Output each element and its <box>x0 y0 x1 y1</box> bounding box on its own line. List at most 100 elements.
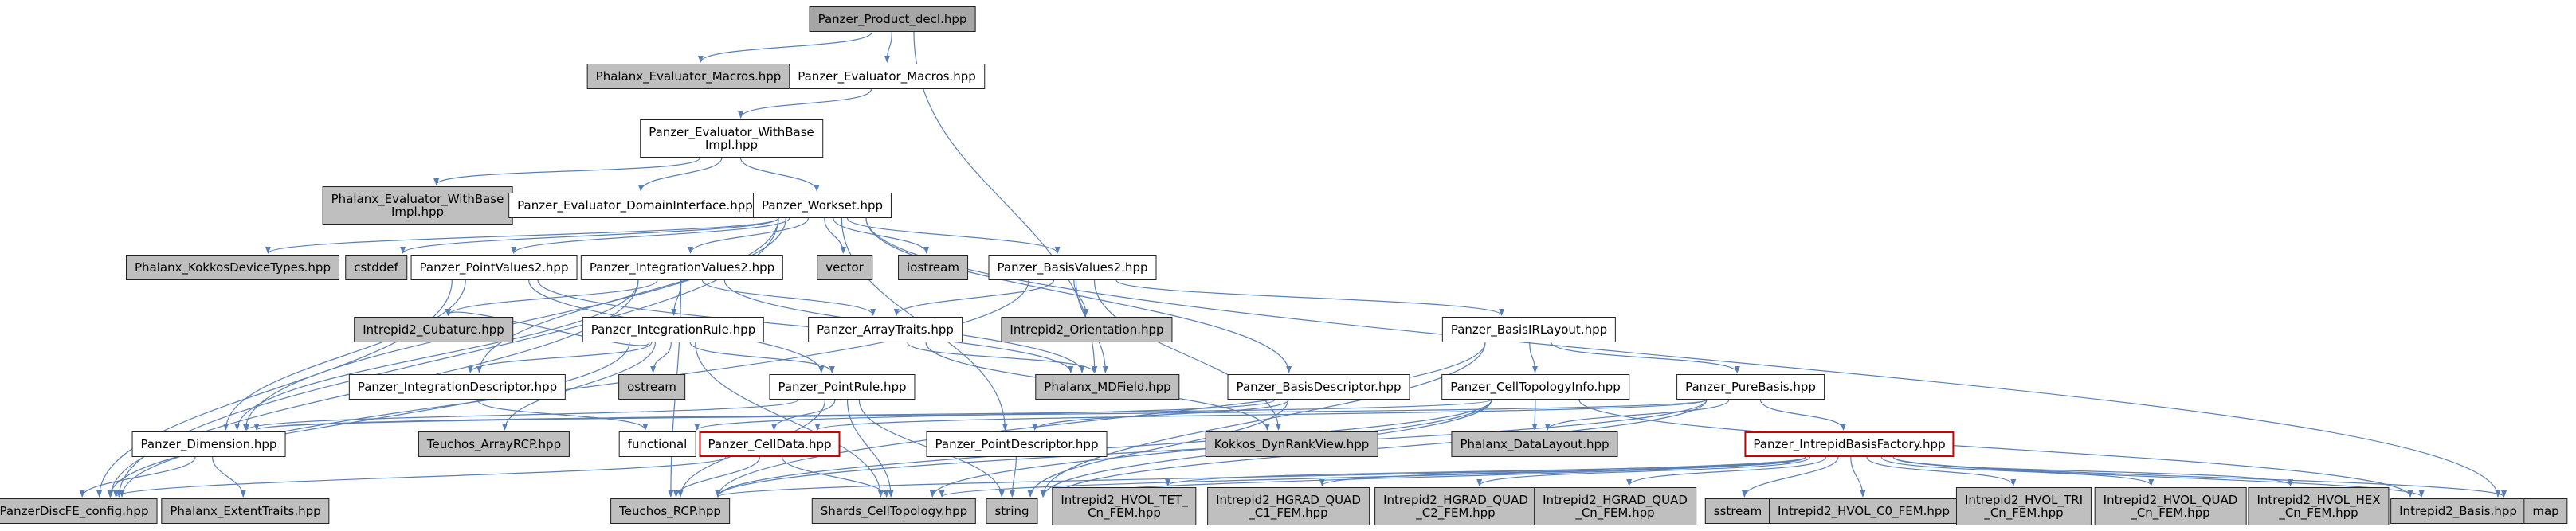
include-edge-workset-to-phx_kokkos_dev <box>265 217 779 254</box>
graph-node-hvol_quad[interactable]: Intrepid2_HVOL_QUAD _Cn_FEM.hpp <box>2094 487 2247 525</box>
include-edge-basisvalues2-to-arraytraits <box>893 279 1055 316</box>
include-edge-celldata-to-teuchos_rcp <box>673 456 761 498</box>
graph-node-basisvalues2[interactable]: Panzer_BasisValues2.hpp <box>988 255 1157 280</box>
graph-node-arraytraits[interactable]: Panzer_ArrayTraits.hpp <box>808 317 963 342</box>
graph-node-teuchos_arrayrcp[interactable]: Teuchos_ArrayRCP.hpp <box>418 431 570 457</box>
include-edge-basis_irlayout-to-teuchos_rcp <box>715 342 1486 498</box>
include-edge-purebasis-to-celldata <box>814 399 1708 431</box>
graph-node-extenttraits[interactable]: Phalanx_ExtentTraits.hpp <box>161 498 330 524</box>
graph-node-hvol_hex[interactable]: Intrepid2_HVOL_HEX _Cn_FEM.hpp <box>2248 487 2390 525</box>
graph-node-purebasis[interactable]: Panzer_PureBasis.hpp <box>1676 374 1825 400</box>
graph-node-mdfield[interactable]: Phalanx_MDField.hpp <box>1035 374 1180 400</box>
include-edge-basisfactory-to-hvol_tri <box>1866 456 2017 486</box>
graph-node-integrationvalues2[interactable]: Panzer_IntegrationValues2.hpp <box>580 255 784 280</box>
graph-node-datalayout[interactable]: Phalanx_DataLayout.hpp <box>1451 431 1618 457</box>
include-edge-basis_irlayout-to-purebasis <box>1551 342 1740 373</box>
include-edge-purebasis-to-datalayout <box>1544 399 1730 431</box>
include-edge-workset-to-integration_descriptor <box>476 217 786 373</box>
graph-node-string[interactable]: string <box>986 498 1038 524</box>
graph-node-point_descriptor[interactable]: Panzer_PointDescriptor.hpp <box>926 431 1108 457</box>
include-edge-integrationrule-to-cubature <box>445 308 650 346</box>
include-edge-basisfactory-to-hgrad_quad_cn <box>1626 456 1827 486</box>
include-edge-integration_descriptor-to-functional <box>476 399 649 431</box>
include-edge-basis_descriptor-to-string <box>1027 399 1289 498</box>
include-edge-integrationvalues2-to-dimension <box>234 279 639 431</box>
include-edge-integrationvalues2-to-arraytraits <box>701 279 876 316</box>
include-edge-integrationvalues2-to-integrationrule <box>671 279 682 316</box>
graph-node-pointrule[interactable]: Panzer_PointRule.hpp <box>769 374 916 400</box>
graph-node-celltopologyinfo[interactable]: Panzer_CellTopologyInfo.hpp <box>1441 374 1629 400</box>
include-edge-celltopologyinfo-to-dimension <box>254 399 1492 431</box>
include-edge-workset-to-vector <box>824 217 846 254</box>
graph-node-cstddef[interactable]: cstddef <box>345 255 407 280</box>
graph-node-integrationrule[interactable]: Panzer_IntegrationRule.hpp <box>582 317 765 342</box>
graph-node-hvol_tet[interactable]: Intrepid2_HVOL_TET_ Cn_FEM.hpp <box>1052 487 1197 525</box>
graph-node-pz_eval_macros[interactable]: Panzer_Evaluator_Macros.hpp <box>789 64 985 89</box>
include-edge-integrationrule-to-shards <box>695 342 884 498</box>
include-edge-integrationrule-to-ostream <box>650 342 672 373</box>
graph-node-basis_descriptor[interactable]: Panzer_BasisDescriptor.hpp <box>1227 374 1410 400</box>
include-edge-dimension-to-config <box>79 456 196 498</box>
include-edge-integrationrule-to-integration_descriptor <box>467 342 653 373</box>
include-edge-purebasis-to-dimension <box>254 399 1708 431</box>
include-edge-integrationrule-to-pointrule <box>689 342 835 373</box>
graph-node-phx_eval_macros[interactable]: Phalanx_Evaluator_Macros.hpp <box>586 64 790 89</box>
include-edge-basisfactory-to-hgrad_quad_c1 <box>1319 456 1806 486</box>
graph-node-sstream[interactable]: sstream <box>1704 498 1771 524</box>
graph-node-basis_irlayout[interactable]: Panzer_BasisIRLayout.hpp <box>1441 317 1617 342</box>
graph-node-hgrad_quad_cn[interactable]: Intrepid2_HGRAD_QUAD _Cn_FEM.hpp <box>1534 487 1696 525</box>
include-edge-pointvalues2-to-dimension <box>223 279 466 431</box>
include-edge-eval_withbase-to-phx_eval_withbase <box>433 157 701 185</box>
graph-node-hvol_c0[interactable]: Intrepid2_HVOL_C0_FEM.hpp <box>1769 498 1958 524</box>
include-edge-eval_withbase-to-workset <box>739 157 820 192</box>
graph-node-pointvalues2[interactable]: Panzer_PointValues2.hpp <box>410 255 578 280</box>
graph-node-hvol_tri[interactable]: Intrepid2_HVOL_TRI _Cn_FEM.hpp <box>1955 487 2092 525</box>
graph-node-vector[interactable]: vector <box>817 255 872 280</box>
include-edge-workset-to-map <box>865 217 2501 498</box>
graph-node-ostream[interactable]: ostream <box>618 374 685 400</box>
graph-node-cubature[interactable]: Intrepid2_Cubature.hpp <box>354 317 513 342</box>
include-edge-pz_eval_macros-to-eval_withbase <box>738 88 872 119</box>
include-edge-celldata-to-config <box>113 456 727 498</box>
include-edge-integrationvalues2-to-cubature <box>445 279 658 316</box>
graph-node-phx_eval_withbase[interactable]: Phalanx_Evaluator_WithBase Impl.hpp <box>322 186 513 225</box>
include-edge-workset-to-pointvalues2 <box>511 217 790 254</box>
include-edge-basisfactory-to-hvol_c0 <box>1850 456 1866 498</box>
graph-node-domain_interface[interactable]: Panzer_Evaluator_DomainInterface.hpp <box>508 193 762 218</box>
graph-node-workset[interactable]: Panzer_Workset.hpp <box>752 193 892 218</box>
graph-node-shards[interactable]: Shards_CellTopology.hpp <box>811 498 977 524</box>
graph-node-product[interactable]: Panzer_Product_decl.hpp <box>809 6 976 32</box>
graph-node-celldata[interactable]: Panzer_CellData.hpp <box>699 431 841 457</box>
include-edge-point_descriptor-to-string <box>1009 456 1017 498</box>
graph-node-orientation[interactable]: Intrepid2_Orientation.hpp <box>1001 317 1173 342</box>
include-edge-arraytraits-to-mdfield <box>907 342 1097 373</box>
include-edge-pointrule-to-dimension <box>244 399 799 431</box>
graph-node-config[interactable]: PanzerDiscFE_config.hpp <box>0 498 158 524</box>
graph-node-basisfactory[interactable]: Panzer_IntrepidBasisFactory.hpp <box>1744 431 1955 457</box>
include-edge-basisfactory-to-map <box>1892 456 2507 498</box>
include-edge-workset-to-cstddef <box>400 217 779 254</box>
graph-node-eval_withbase[interactable]: Panzer_Evaluator_WithBase Impl.hpp <box>640 119 823 158</box>
graph-node-functional[interactable]: functional <box>618 431 696 457</box>
graph-node-iostream[interactable]: iostream <box>898 255 968 280</box>
graph-node-integration_descriptor[interactable]: Panzer_IntegrationDescriptor.hpp <box>348 374 567 400</box>
graph-node-dimension[interactable]: Panzer_Dimension.hpp <box>131 431 286 457</box>
graph-node-hgrad_quad_c2[interactable]: Intrepid2_HGRAD_QUAD _C2_FEM.hpp <box>1374 487 1537 525</box>
graph-node-phx_kokkos_dev[interactable]: Phalanx_KokkosDeviceTypes.hpp <box>126 255 339 280</box>
include-edge-workset-to-basisvalues2 <box>846 217 1061 254</box>
include-edge-eval_withbase-to-domain_interface <box>637 157 723 192</box>
graph-node-map[interactable]: map <box>2523 498 2568 524</box>
include-edge-product-to-pz_eval_macros <box>884 31 892 63</box>
include-edge-basisfactory-to-sstream <box>1741 456 1839 498</box>
graph-node-dynrankview[interactable]: Kokkos_DynRankView.hpp <box>1205 431 1378 457</box>
include-edge-pointrule-to-celldata <box>770 399 836 431</box>
graph-node-intrepid_basis[interactable]: Intrepid2_Basis.hpp <box>2390 498 2526 524</box>
graph-node-teuchos_rcp[interactable]: Teuchos_RCP.hpp <box>610 498 730 524</box>
graph-node-hgrad_quad_c1[interactable]: Intrepid2_HGRAD_QUAD _C1_FEM.hpp <box>1207 487 1370 525</box>
include-edge-basisfactory-to-hvol_hex <box>1892 456 2293 486</box>
include-edge-basisvalues2-to-orientation <box>1073 279 1089 316</box>
include-edge-basisfactory-to-hgrad_quad_c2 <box>1476 456 1811 486</box>
include-edge-basisfactory-to-hvol_tet <box>1165 456 1806 486</box>
